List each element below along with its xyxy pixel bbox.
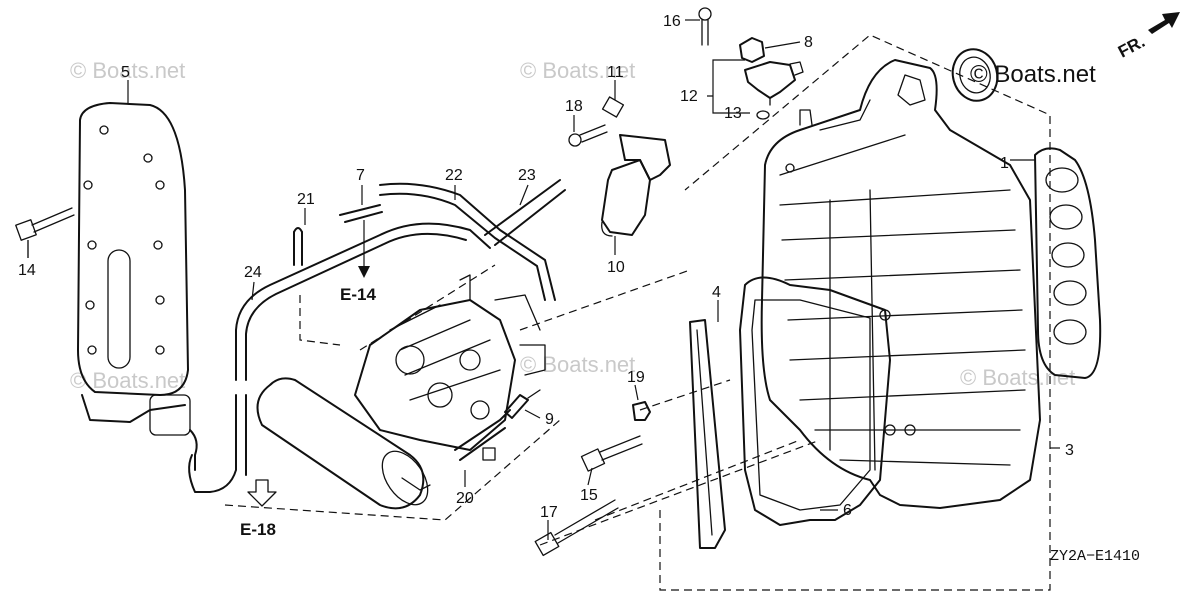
callout-3: 3 — [1065, 442, 1074, 459]
ref-e14: E-14 — [340, 285, 376, 304]
watermark-top-mid: © Boats.net — [520, 58, 635, 83]
callout-labels: 1 3 4 5 6 7 8 9 10 11 12 13 14 15 16 17 … — [18, 13, 1074, 521]
callout-11: 11 — [607, 64, 624, 81]
callout-21: 21 — [297, 191, 315, 208]
intake-manifold — [760, 59, 1041, 509]
callout-16: 16 — [663, 13, 681, 30]
callout-17: 17 — [540, 504, 558, 521]
callout-5: 5 — [121, 64, 130, 81]
e14-pointer — [358, 220, 370, 278]
watermark-center: © Boats.net — [520, 352, 635, 377]
callout-13: 13 — [724, 105, 742, 122]
front-label: FR. — [1115, 32, 1148, 62]
intake-ring — [951, 48, 999, 102]
callout-18: 18 — [565, 98, 583, 115]
part-10-solenoid-bracket — [568, 96, 671, 237]
callout-22: 22 — [445, 167, 463, 184]
callout-6: 6 — [843, 502, 852, 519]
throttle-body-cluster — [354, 274, 546, 461]
e18-arrow — [247, 479, 277, 507]
callout-19: 19 — [627, 369, 645, 386]
watermark-left-mid: © Boats.net — [70, 368, 185, 393]
callout-20: 20 — [456, 490, 474, 507]
faint-watermarks: © Boats.net © Boats.net © Boats.net © Bo… — [70, 58, 1075, 393]
callout-9: 9 — [545, 411, 554, 428]
diagram-code: ZY2A−E1410 — [1050, 548, 1140, 565]
callout-12: 12 — [680, 88, 698, 105]
watermark-main: © Boats.net — [970, 61, 1096, 88]
callout-8: 8 — [804, 34, 813, 51]
part-9-fitting — [504, 389, 541, 419]
callout-24: 24 — [244, 264, 262, 281]
part-4-strip — [689, 319, 726, 549]
callout-4: 4 — [712, 284, 721, 301]
hose-group — [188, 179, 566, 493]
bolts-right — [534, 401, 651, 557]
part-5-cover-plate — [77, 102, 198, 471]
callout-7: 7 — [356, 167, 365, 184]
watermark-top-left: © Boats.net — [70, 58, 185, 83]
sensor-parts — [698, 7, 804, 120]
canister-filter — [256, 377, 431, 510]
part-14-bolt — [15, 207, 75, 241]
leader-lines — [27, 19, 1060, 540]
part-1-manifold-gasket — [1034, 147, 1102, 379]
callout-15: 15 — [580, 487, 598, 504]
watermark-right: © Boats.net — [960, 365, 1075, 390]
callout-23: 23 — [518, 167, 536, 184]
callout-10: 10 — [607, 259, 625, 276]
callout-14: 14 — [18, 262, 36, 279]
front-arrow: FR. — [1115, 12, 1180, 62]
callout-1: 1 — [1000, 155, 1009, 172]
ref-e18: E-18 — [240, 520, 276, 539]
